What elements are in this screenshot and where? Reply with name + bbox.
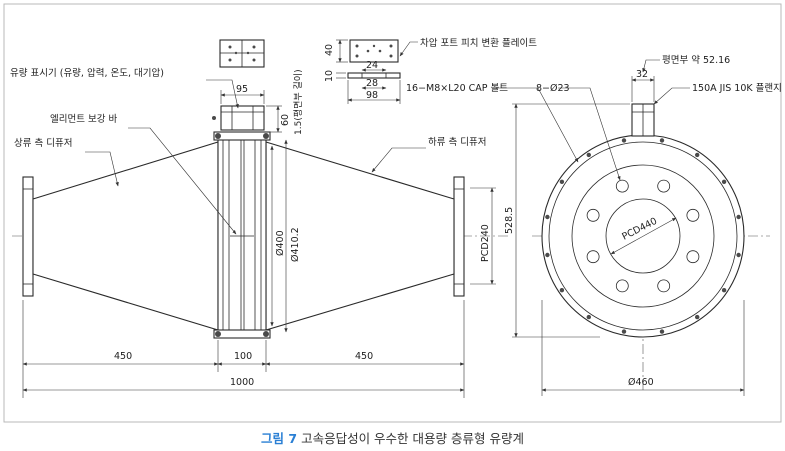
flange-label: 150A JIS 10K 플랜지 [692, 83, 782, 94]
dia-400-label: Ø400 [275, 230, 286, 256]
diff-plate-label: 차압 포트 피치 변환 플레이트 [420, 37, 537, 49]
dim-32: 32 [636, 69, 648, 80]
dim-98: 98 [366, 90, 378, 101]
flat-length-label: 1.5(평면부 길이) [293, 69, 304, 135]
flange-bolt-hole [657, 179, 671, 193]
downstream-flange [453, 176, 465, 297]
cap-bolt-ring [545, 138, 741, 334]
figure-caption-text: 고속응답성이 우수한 대용량 층류형 유량계 [301, 431, 524, 446]
cap-bolt-hole [695, 314, 700, 320]
dia-410-label: Ø410.2 [290, 227, 301, 262]
flange-hole-ring [586, 179, 700, 293]
cap-bolt-hole [586, 314, 591, 320]
flange-bolt-hole [586, 250, 600, 264]
downstream-diffuser-label: 하류 측 디퓨저 [428, 136, 486, 148]
cap-bolt-hole [721, 179, 727, 184]
front-view: PCD440 32 528.5 Ø460 16−M8×L20 CAP 볼트 8−… [406, 54, 782, 396]
cap-bolt-hole [559, 179, 565, 184]
cap-bolt-hole [621, 329, 627, 334]
pcd-240-label: PCD240 [480, 224, 491, 262]
dim-95: 95 [236, 84, 248, 95]
flange-bolt-hole [615, 279, 629, 293]
dim-528: 528.5 [504, 207, 515, 234]
holes-label: 8−Ø23 [536, 83, 570, 94]
dim-450-right: 450 [355, 351, 373, 362]
plate-side-view [347, 72, 401, 79]
housing-top-band [213, 131, 271, 141]
plate-top-view [349, 39, 399, 63]
cap-bolt-hole [695, 152, 700, 158]
side-view: 95 60 1.5(평면부 길이) Ø400 Ø410.2 PCD240 450… [10, 39, 510, 398]
cap-bolt-hole [659, 329, 665, 334]
cap-bolt-hole [659, 138, 665, 143]
upstream-diffuser-label: 상류 측 디퓨저 [14, 138, 72, 149]
housing-bottom-band [213, 329, 271, 339]
dim-450-left: 450 [114, 351, 132, 362]
dim-460: Ø460 [628, 377, 654, 388]
element-bar-label: 엘리먼트 보강 바 [50, 114, 117, 125]
cap-bolt-hole [545, 252, 550, 258]
flange-bolt-hole [615, 179, 629, 193]
figure-number: 그림 7 [261, 431, 298, 446]
cap-bolt-hole [736, 214, 741, 220]
cap-bolt-hole [545, 214, 550, 220]
flatness-label: 평면부 약 52.16 [662, 54, 730, 66]
dim-100: 100 [234, 351, 252, 362]
cap-bolt-hole [621, 138, 627, 143]
flow-indicator-label: 유량 표시기 (유량, 압력, 온도, 대기압) [10, 67, 164, 79]
cap-bolt-hole [721, 288, 727, 293]
plate-detail: 40 10 24 28 98 차압 포트 피치 변환 플레이트 [324, 37, 537, 104]
cap-bolt-label: 16−M8×L20 CAP 볼트 [406, 83, 508, 94]
upstream-flange [22, 176, 34, 297]
flange-bolt-hole [686, 208, 700, 222]
dim-1000: 1000 [230, 377, 254, 388]
flange-bolt-hole [657, 279, 671, 293]
dim-24: 24 [366, 60, 378, 71]
flow-indicator-box [220, 105, 265, 131]
flange-bolt-hole [686, 250, 700, 264]
dim-28: 28 [366, 78, 378, 89]
cap-bolt-hole [736, 252, 741, 258]
dim-40: 40 [324, 44, 335, 56]
cap-bolt-hole [586, 152, 591, 158]
dim-10: 10 [324, 70, 335, 82]
dim-60: 60 [280, 114, 291, 126]
flange-bolt-hole [586, 208, 600, 222]
cap-bolt-hole [559, 288, 565, 293]
